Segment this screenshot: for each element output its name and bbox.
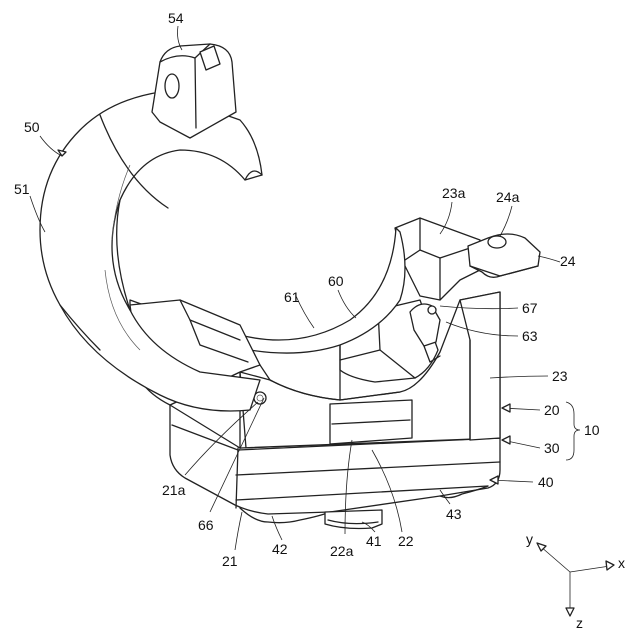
- label-66: 66: [198, 517, 214, 533]
- label-43: 43: [446, 506, 462, 522]
- axis-label-z: z: [576, 615, 583, 631]
- coordinate-axes: y x z: [526, 531, 625, 631]
- label-24a: 24a: [496, 189, 520, 205]
- label-23: 23: [552, 368, 568, 384]
- label-22: 22: [398, 533, 414, 549]
- label-63: 63: [522, 328, 538, 344]
- label-42: 42: [272, 541, 288, 557]
- label-22a: 22a: [330, 543, 354, 559]
- label-51: 51: [14, 181, 30, 197]
- axis-label-x: x: [618, 555, 625, 571]
- label-60: 60: [328, 273, 344, 289]
- label-21a: 21a: [162, 482, 186, 498]
- label-41: 41: [366, 533, 382, 549]
- label-23a: 23a: [442, 185, 466, 201]
- label-54: 54: [168, 10, 184, 26]
- label-40: 40: [538, 474, 554, 490]
- label-50: 50: [24, 119, 40, 135]
- label-24: 24: [560, 253, 576, 269]
- lug-hole-54: [165, 74, 179, 98]
- label-20: 20: [544, 402, 560, 418]
- label-10: 10: [584, 422, 600, 438]
- label-67: 67: [522, 300, 538, 316]
- label-30: 30: [544, 440, 560, 456]
- label-21: 21: [222, 553, 238, 569]
- label-61: 61: [284, 289, 300, 305]
- hole-24a: [488, 236, 506, 248]
- axis-label-y: y: [526, 531, 533, 547]
